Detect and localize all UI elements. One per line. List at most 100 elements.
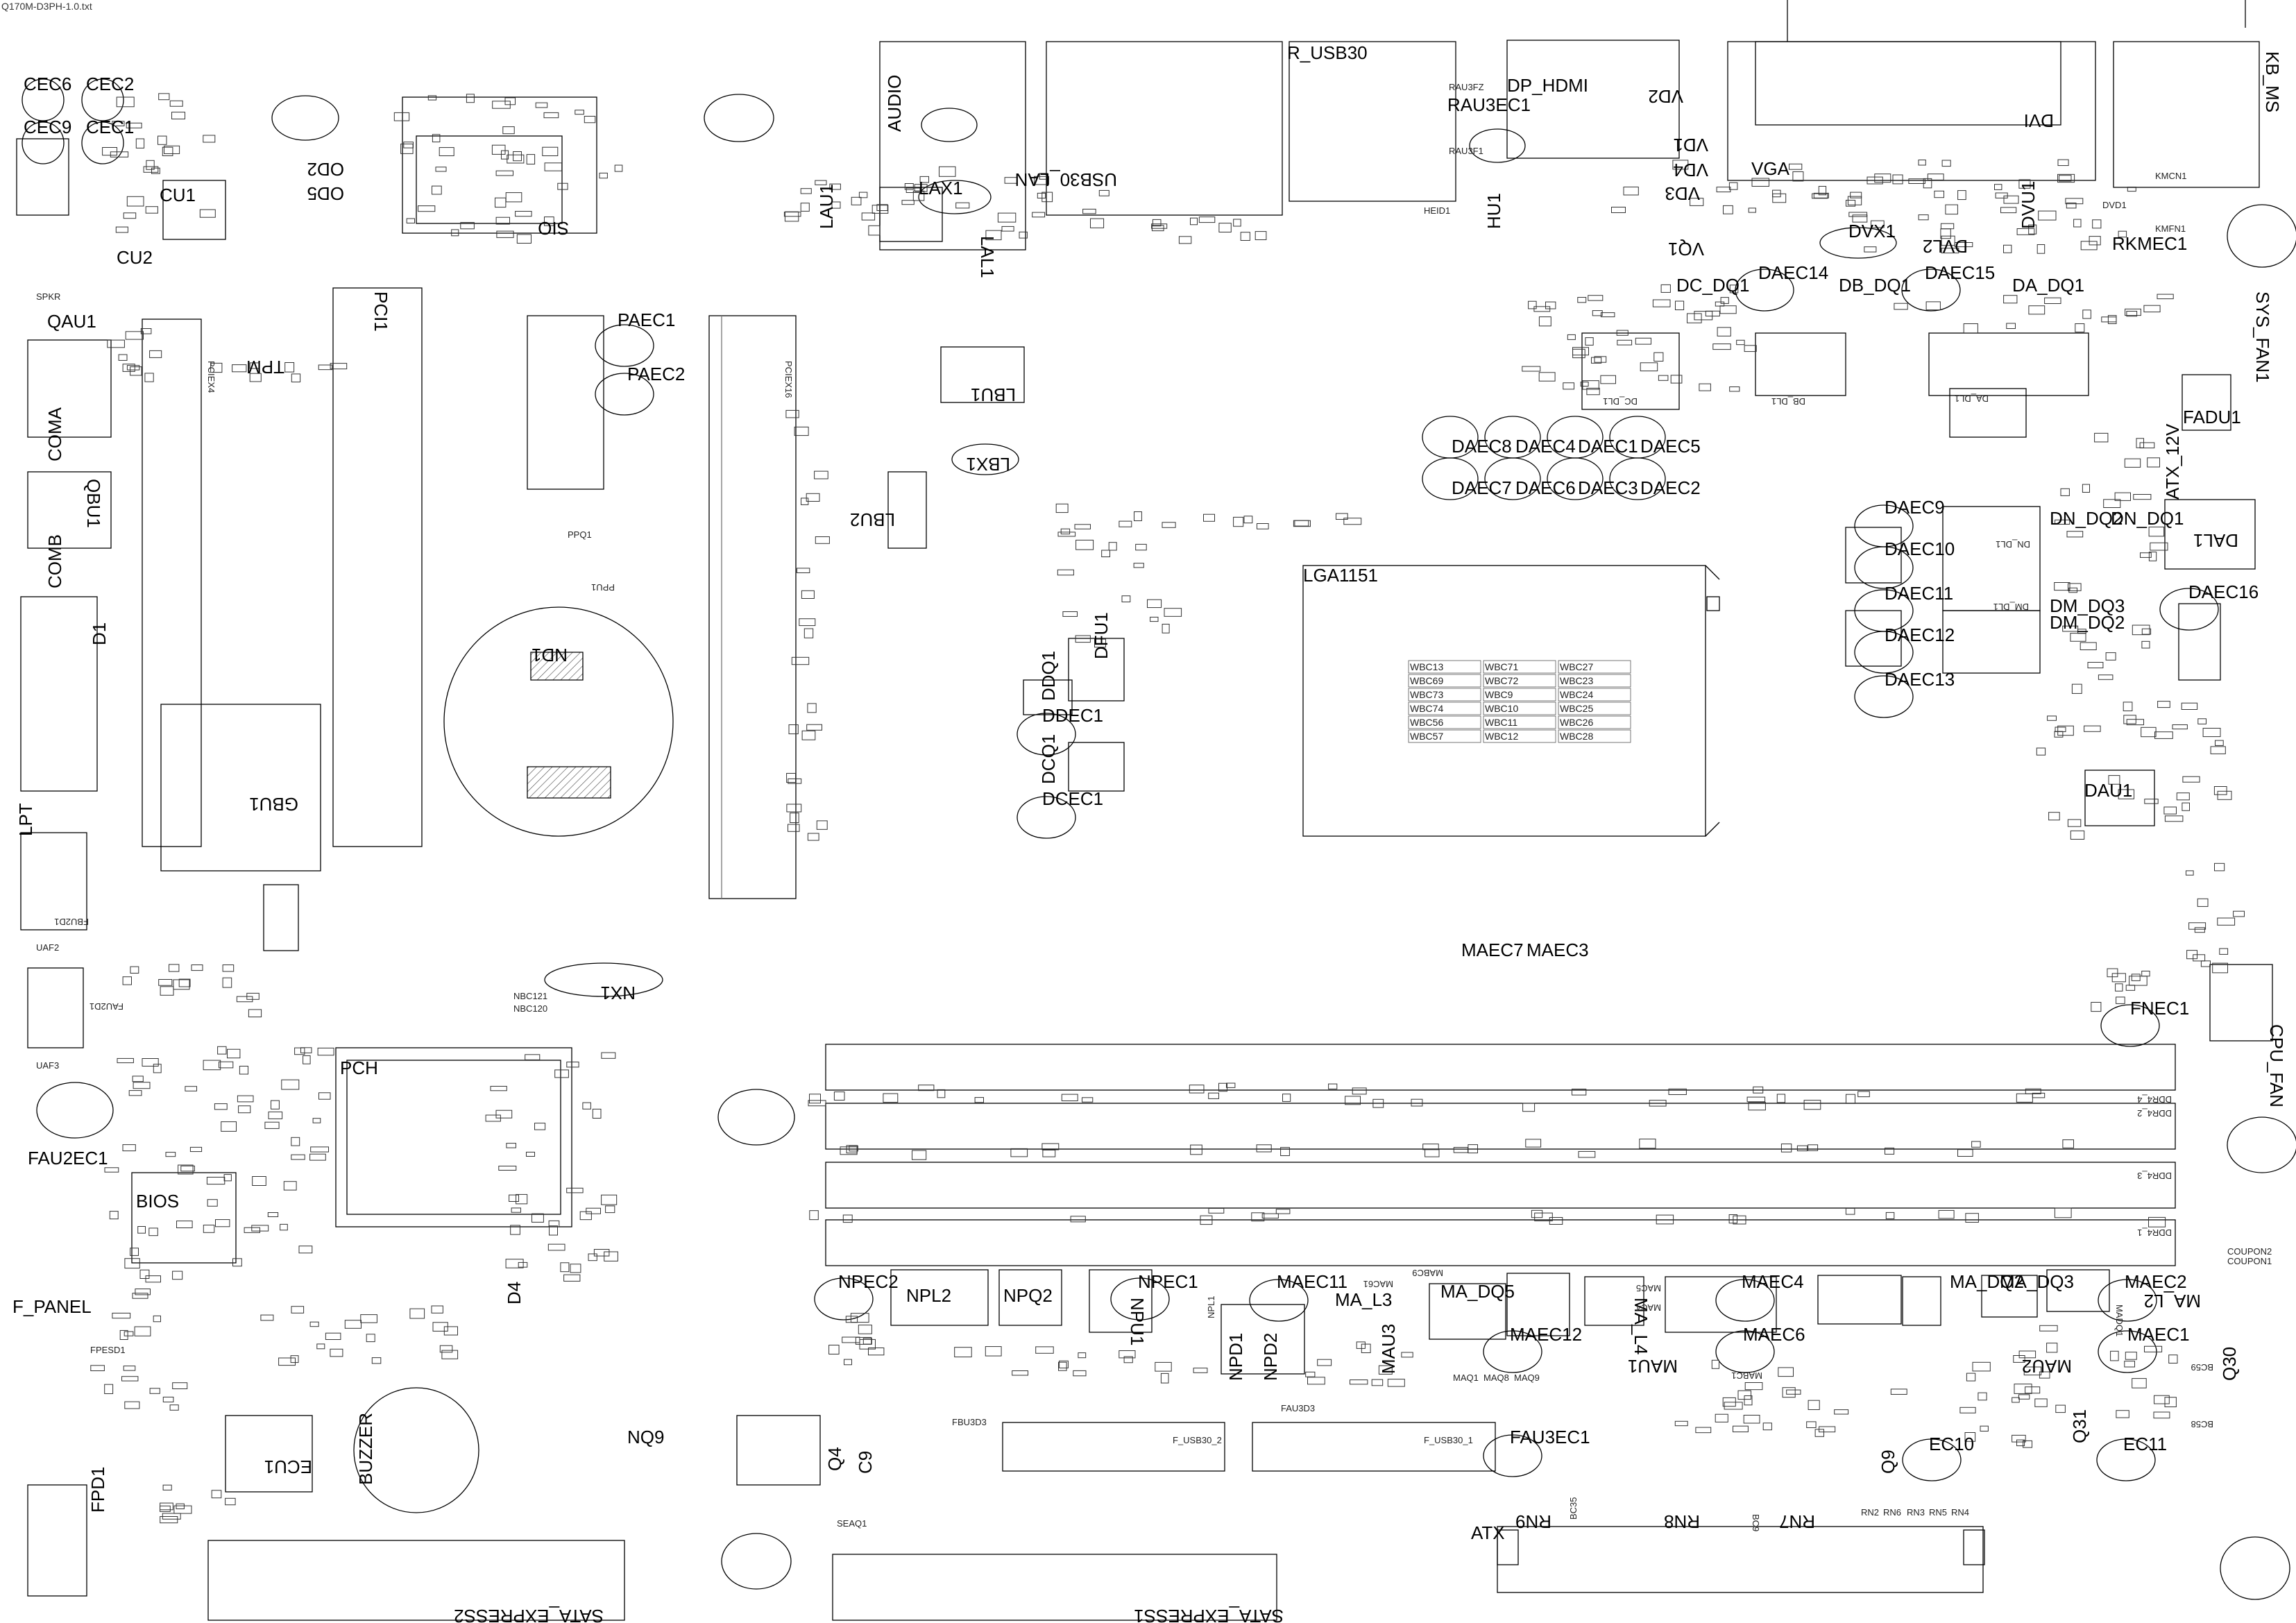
outline-rect: [2182, 374, 2231, 431]
smd-pad: [1748, 1102, 1766, 1111]
smd-pad: [570, 1264, 581, 1273]
outline-rect: [825, 1219, 2176, 1266]
smd-pad: [1780, 1144, 1792, 1153]
smd-pad: [511, 1207, 521, 1213]
part-label: NPL1: [1206, 1295, 1216, 1318]
smd-pad: [1538, 372, 1556, 382]
smd-pad: [2197, 718, 2207, 724]
smd-pad: [883, 1093, 899, 1103]
smd-pad: [1733, 1425, 1749, 1433]
smd-pad: [505, 1259, 524, 1268]
smd-pad: [2070, 633, 2086, 642]
smd-pad: [1059, 1360, 1069, 1369]
part-label: RN4: [1951, 1507, 1969, 1518]
smd-pad: [1425, 1149, 1440, 1157]
smd-pad: [516, 234, 532, 244]
smd-pad: [1639, 1139, 1656, 1149]
smd-pad: [2032, 1092, 2046, 1098]
smd-pad: [807, 833, 819, 841]
smd-pad: [985, 1346, 1002, 1357]
smd-pad: [1151, 223, 1168, 229]
component-label: RN9: [1515, 1511, 1551, 1532]
smd-pad: [1533, 306, 1551, 312]
part-label: FAU2D1: [90, 1001, 124, 1012]
part-label: DB_DL1: [1771, 396, 1805, 407]
smd-pad: [1890, 1388, 1907, 1395]
cap-pad: [1408, 715, 1481, 729]
smd-pad: [2124, 1361, 2136, 1368]
smd-pad: [393, 112, 410, 121]
smd-pad: [1845, 1207, 1855, 1215]
cpu-cap-label: WBC72: [1485, 675, 1518, 686]
smd-pad: [544, 162, 563, 171]
smd-pad: [601, 1052, 616, 1059]
smd-pad: [2202, 728, 2221, 738]
smd-pad: [849, 1145, 858, 1152]
outline-rect: [416, 135, 563, 224]
smd-pad: [1591, 357, 1602, 364]
smd-pad: [2197, 898, 2209, 907]
smd-pad: [439, 147, 454, 157]
smd-pad: [1717, 327, 1731, 337]
component-label: MA_DQ3: [2000, 1271, 2074, 1292]
smd-pad: [510, 1225, 520, 1235]
smd-pad: [2110, 1350, 2119, 1361]
component-label: MA_DQ5: [1440, 1281, 1515, 1302]
smd-pad: [317, 1047, 334, 1056]
outline-rect: [1252, 1422, 1496, 1472]
component-label: NPEC2: [838, 1271, 899, 1292]
smd-pad: [2116, 996, 2125, 1004]
smd-pad: [1522, 1103, 1536, 1112]
smd-pad: [149, 350, 162, 358]
smd-pad: [2114, 492, 2132, 501]
cap-pad: [1483, 715, 1556, 729]
smd-pad: [1716, 187, 1731, 193]
smd-pad: [2070, 830, 2085, 840]
smd-pad: [1753, 1086, 1764, 1094]
smd-pad: [140, 328, 152, 334]
smd-pad: [291, 1306, 305, 1314]
smd-pad: [1729, 386, 1740, 392]
outline-rect: [402, 96, 597, 234]
component-label: D1: [89, 622, 110, 645]
component-label: NPL2: [906, 1285, 951, 1306]
outline-rect: [20, 832, 87, 931]
smd-pad: [912, 190, 925, 201]
part-label: DN_DL1: [1996, 539, 2030, 550]
smd-pad: [123, 212, 137, 219]
smd-pad: [298, 1246, 313, 1254]
smd-pad: [1057, 532, 1076, 537]
smd-pad: [214, 1103, 228, 1110]
smd-pad: [2003, 244, 2012, 253]
smd-pad: [124, 1401, 140, 1409]
smd-pad: [2066, 531, 2084, 538]
smd-pad: [2092, 219, 2102, 229]
smd-pad: [799, 618, 816, 627]
smd-pad: [1401, 1352, 1413, 1358]
smd-pad: [2039, 1325, 2058, 1332]
smd-pad: [1200, 1215, 1213, 1225]
smd-pad: [1746, 1096, 1766, 1103]
smd-pad: [134, 1326, 151, 1336]
smd-pad: [2054, 731, 2064, 738]
smd-pad: [809, 1094, 821, 1104]
smd-pad: [974, 1097, 984, 1103]
smd-pad: [2012, 1434, 2026, 1443]
component-label: DCQ1: [1038, 734, 1059, 784]
outline-rect: [27, 967, 84, 1048]
smd-pad: [1941, 160, 1951, 167]
smd-pad: [2144, 1345, 2163, 1352]
smd-pad: [2080, 241, 2098, 250]
smd-pad: [1371, 1379, 1384, 1386]
smd-pad: [1041, 192, 1053, 203]
smd-pad: [2127, 187, 2136, 192]
outline-rect: [1665, 1276, 1777, 1333]
smd-pad: [172, 1382, 188, 1389]
outline-ellipse: [2098, 1279, 2157, 1322]
smd-pad: [816, 820, 828, 830]
smd-pad: [1690, 198, 1704, 206]
smd-pad: [2148, 527, 2165, 537]
smd-pad: [2131, 974, 2141, 981]
component-label: OD2: [307, 159, 344, 180]
smd-pad: [360, 1314, 377, 1323]
